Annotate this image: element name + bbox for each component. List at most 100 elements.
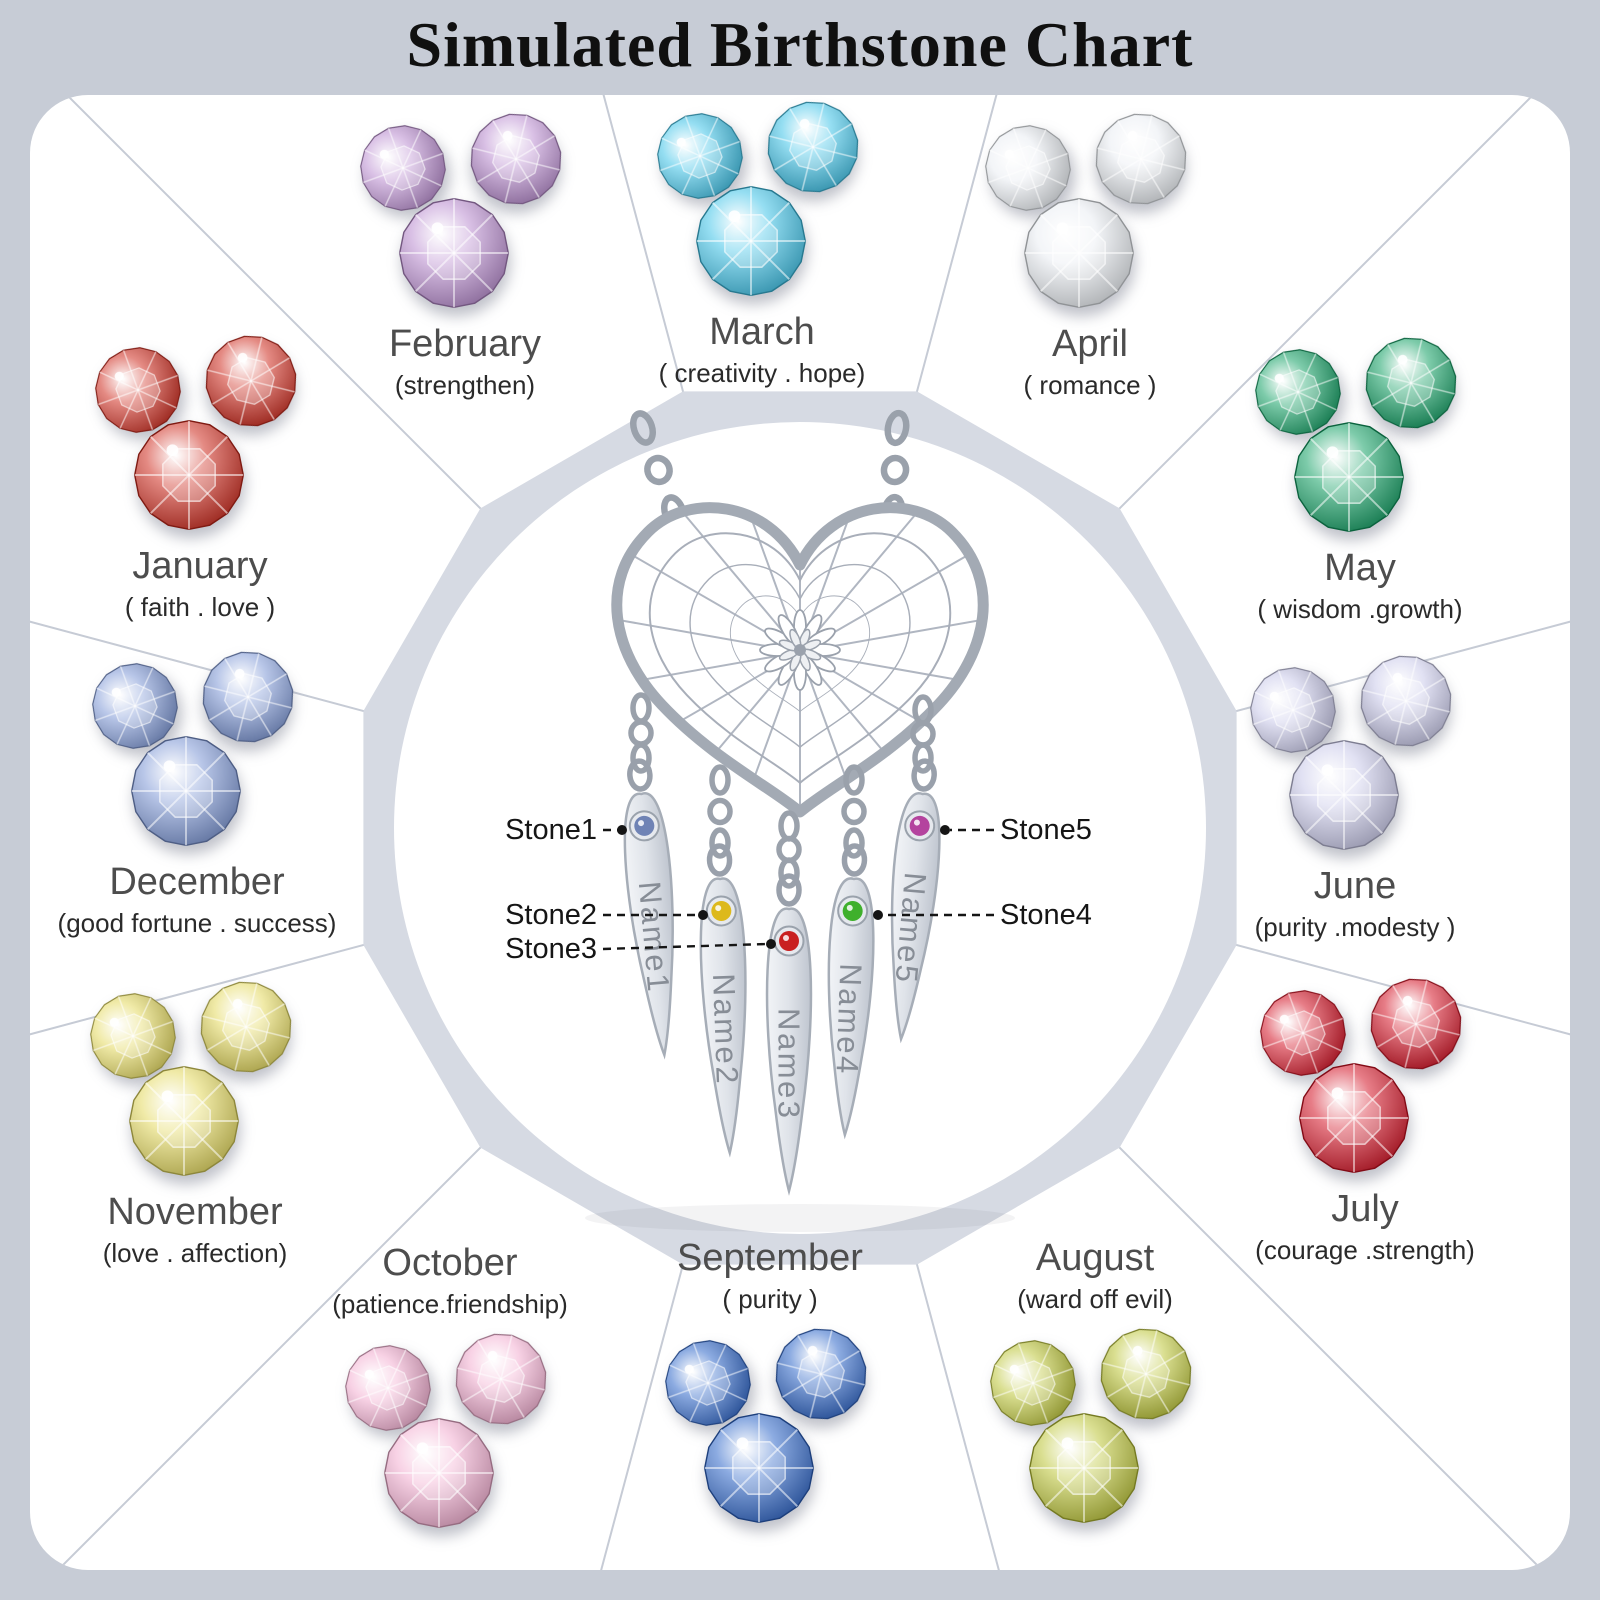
stone-label-text-1: Stone1	[505, 814, 597, 846]
feather-ring	[911, 758, 937, 792]
gem-april-3	[1023, 197, 1135, 309]
month-name-april: April	[1051, 323, 1129, 365]
stone-label-text-2: Stone2	[505, 899, 597, 931]
feather-stone-3	[779, 931, 799, 951]
gem-december-2	[202, 651, 294, 743]
month-september: September ( purity )	[600, 1237, 940, 1531]
month-april: April ( romance )	[920, 108, 1260, 399]
month-october: October (patience.friendship)	[280, 1242, 620, 1536]
stone-callout-1: Stone1	[505, 814, 627, 846]
gem-september-3	[703, 1413, 815, 1524]
month-name-march: March	[709, 311, 815, 353]
feather-name-2: Name2	[706, 973, 745, 1087]
feather-ring	[776, 873, 802, 907]
feather-blade-5	[890, 792, 941, 1044]
gem-april-2	[1095, 113, 1187, 205]
month-name-july: July	[1331, 1188, 1399, 1230]
gem-september-2	[775, 1329, 867, 1420]
gem-march-3	[695, 185, 807, 297]
gem-february-2	[470, 113, 562, 205]
feather-ring	[627, 758, 653, 792]
stone-label-text-3: Stone3	[505, 933, 597, 965]
gem-april-1	[985, 125, 1071, 211]
gem-march-1	[657, 113, 743, 199]
callout-dot	[873, 910, 883, 920]
month-august: August (ward off evil)	[925, 1237, 1265, 1531]
callout-dot	[698, 910, 708, 920]
stone-callout-5: Stone5	[940, 814, 1092, 846]
gem-cluster-june	[1185, 650, 1525, 858]
month-name-august: August	[1035, 1237, 1155, 1279]
gem-july-1	[1260, 990, 1346, 1076]
month-meaning-may: ( wisdom .growth)	[1257, 593, 1463, 624]
month-meaning-october: (patience.friendship)	[332, 1288, 568, 1319]
heart-dreamcatcher	[611, 502, 989, 818]
gem-cluster-january	[30, 330, 370, 538]
month-meaning-december: (good fortune . success)	[57, 907, 337, 938]
gem-november-1	[90, 993, 176, 1079]
gem-august-1	[990, 1340, 1076, 1427]
month-june: June (purity .modesty )	[1185, 650, 1525, 941]
page-title: Simulated Birthstone Chart	[406, 9, 1194, 80]
month-meaning-april: ( romance )	[1023, 369, 1157, 400]
gem-may-2	[1365, 337, 1457, 429]
stone-label-text-5: Stone5	[1000, 814, 1092, 846]
gem-cluster-march	[592, 96, 932, 304]
month-january: January ( faith . love )	[30, 330, 370, 621]
month-meaning-july: (courage .strength)	[1255, 1234, 1475, 1265]
gem-june-3	[1288, 739, 1400, 851]
feather-blade-4	[827, 877, 875, 1140]
gem-september-1	[665, 1340, 751, 1427]
gem-may-1	[1255, 349, 1341, 435]
month-july: July (courage .strength)	[1195, 973, 1535, 1264]
gem-february-3	[398, 197, 510, 309]
month-march: March ( creativity . hope)	[592, 96, 932, 387]
gem-cluster-october	[280, 1328, 620, 1536]
gem-may-3	[1293, 421, 1405, 533]
month-meaning-august: (ward off evil)	[1017, 1283, 1173, 1314]
feather-charm-1: Name1	[623, 692, 676, 1060]
month-meaning-february: (strengthen)	[394, 369, 536, 400]
feather-charm-2: Name2	[699, 764, 747, 1158]
callout-dot	[617, 825, 627, 835]
feather-charm-3: Name3	[765, 810, 813, 1196]
feather-ring	[841, 843, 868, 877]
month-meaning-march: ( creativity . hope)	[658, 357, 866, 388]
feather-blade-2	[699, 877, 747, 1158]
heart-outline	[611, 502, 989, 818]
gem-cluster-november	[25, 976, 365, 1184]
gem-cluster-august	[925, 1323, 1265, 1531]
month-name-may: May	[1324, 547, 1396, 589]
feather-charm-5: Name5	[888, 694, 941, 1044]
month-name-june: June	[1313, 865, 1397, 907]
gem-cluster-april	[920, 108, 1260, 316]
feather-blade-3	[765, 907, 813, 1196]
gem-cluster-december	[27, 646, 367, 854]
month-name-september: September	[677, 1237, 863, 1279]
gem-october-3	[383, 1418, 495, 1529]
gem-cluster-february	[295, 108, 635, 316]
reflection-shadow	[585, 1204, 1015, 1232]
gem-august-3	[1028, 1413, 1140, 1524]
gem-march-2	[767, 101, 859, 193]
gem-cluster-july	[1195, 973, 1535, 1181]
month-december: December (good fortune . success)	[27, 646, 367, 937]
center-circle	[394, 422, 1206, 1234]
month-february: February (strengthen)	[295, 108, 635, 399]
stone-callout-3: Stone3	[505, 933, 776, 965]
month-name-december: December	[109, 861, 285, 903]
gem-july-2	[1370, 978, 1462, 1070]
feather-blade-1	[623, 792, 674, 1060]
gem-august-2	[1100, 1329, 1192, 1420]
gem-february-1	[360, 125, 446, 211]
month-meaning-november: (love . affection)	[102, 1237, 288, 1268]
month-name-october: October	[382, 1242, 518, 1284]
gem-december-1	[92, 663, 178, 749]
gem-october-1	[345, 1345, 431, 1432]
stone-callout-4: Stone4	[873, 899, 1092, 931]
feather-name-4: Name4	[829, 963, 868, 1077]
